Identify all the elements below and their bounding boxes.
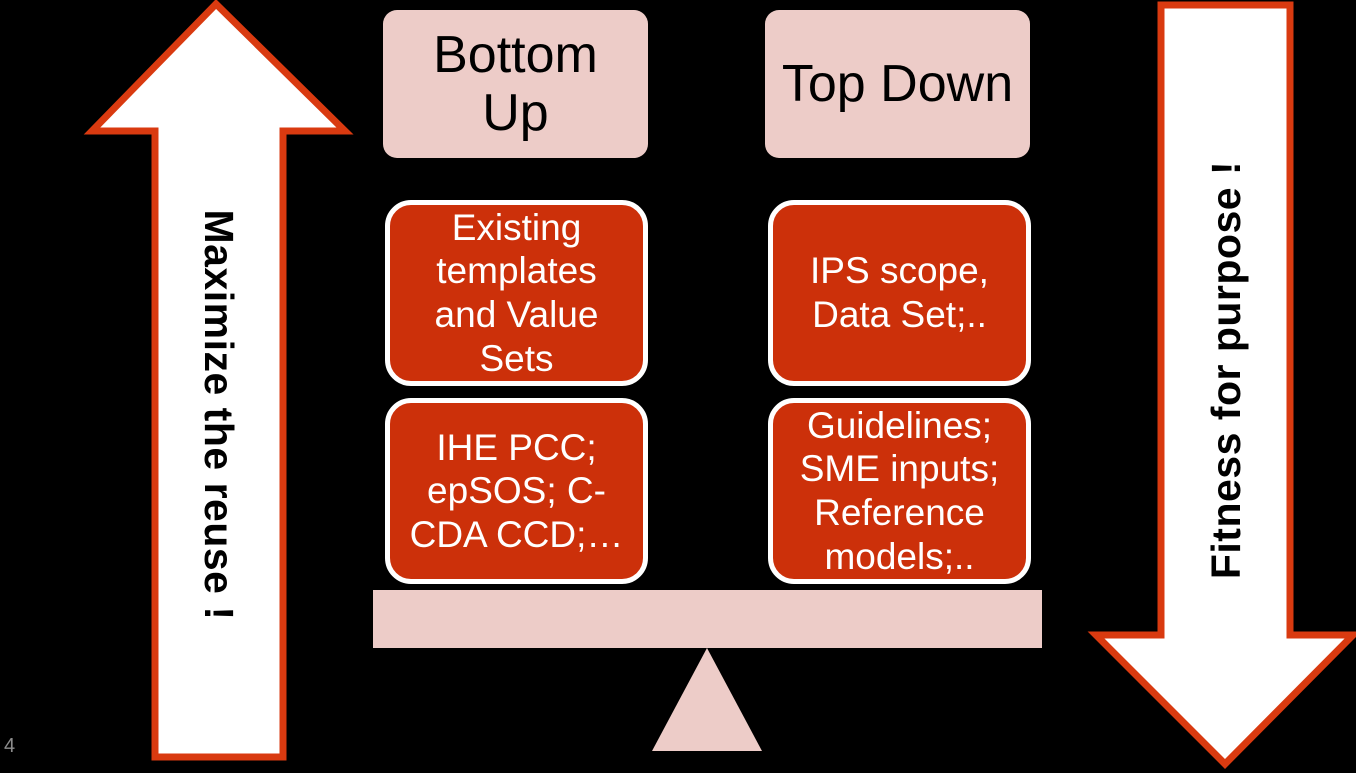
right-arrow-label: Fitness for purpose ! <box>1203 160 1249 580</box>
header-line-1: Bottom <box>433 25 598 84</box>
slide-number: 4 <box>4 735 16 757</box>
item-box-existing-templates: Existing templates and Value Sets <box>385 200 648 386</box>
column-header-top-down: Top Down <box>765 10 1030 158</box>
fulcrum-triangle <box>652 648 762 751</box>
column-header-bottom-up-text: Bottom Up <box>433 26 598 142</box>
item-box-ips-scope: IPS scope, Data Set;.. <box>768 200 1031 386</box>
column-header-top-down-text: Top Down <box>781 54 1014 113</box>
item-box-ihe-pcc: IHE PCC; epSOS; C-CDA CCD;… <box>385 398 648 584</box>
column-header-bottom-up: Bottom Up <box>383 10 648 158</box>
left-arrow-label: Maximize the reuse ! <box>196 209 242 621</box>
header-line-2: Up <box>482 84 549 142</box>
balance-fulcrum <box>652 648 762 751</box>
balance-beam <box>373 590 1042 648</box>
item-box-guidelines: Guidelines; SME inputs; Reference models… <box>768 398 1031 584</box>
